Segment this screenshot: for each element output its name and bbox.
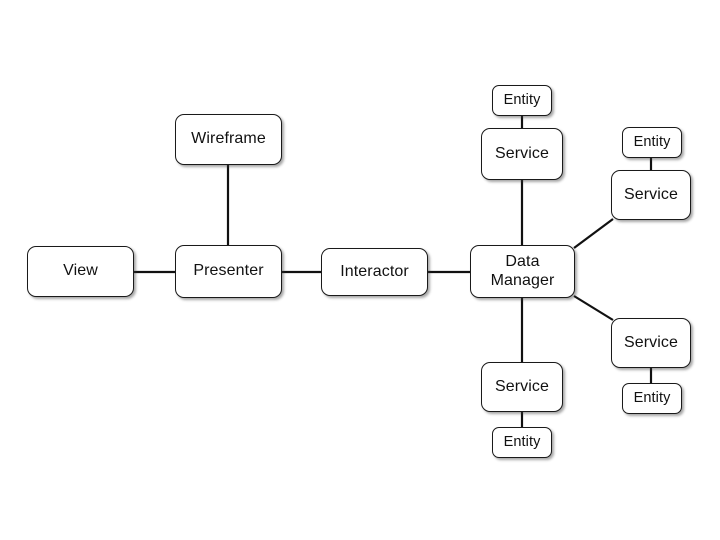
node-label-wireframe: Wireframe <box>191 130 266 148</box>
node-service-upper-right[interactable]: Service <box>611 170 691 220</box>
node-entity-upper-right[interactable]: Entity <box>622 127 682 158</box>
node-label-interactor: Interactor <box>340 262 409 280</box>
node-entity-lower-right[interactable]: Entity <box>622 383 682 414</box>
node-label-service-top: Service <box>494 144 550 162</box>
edge-data-manager--service-upper-right <box>573 218 614 249</box>
node-service-top[interactable]: Service <box>481 128 563 180</box>
node-label-entity-lower-right: Entity <box>633 389 671 406</box>
node-label-data-manager: Data Manager <box>490 252 555 289</box>
node-service-bottom[interactable]: Service <box>481 362 563 412</box>
node-interactor[interactable]: Interactor <box>321 248 428 296</box>
node-view[interactable]: View <box>27 246 134 297</box>
node-label-presenter: Presenter <box>193 262 264 280</box>
node-presenter[interactable]: Presenter <box>175 245 282 298</box>
node-wireframe[interactable]: Wireframe <box>175 114 282 165</box>
node-label-entity-upper-right: Entity <box>633 133 671 150</box>
node-label-view: View <box>63 262 98 280</box>
node-label-service-bottom: Service <box>494 377 550 395</box>
node-label-entity-bottom: Entity <box>503 433 541 450</box>
node-entity-bottom[interactable]: Entity <box>492 427 552 458</box>
node-label-service-lower-right: Service <box>623 333 679 351</box>
node-label-entity-top: Entity <box>503 91 541 108</box>
node-entity-top[interactable]: Entity <box>492 85 552 116</box>
edge-data-manager--service-lower-right <box>573 295 614 321</box>
node-service-lower-right[interactable]: Service <box>611 318 691 368</box>
node-data-manager[interactable]: Data Manager <box>470 245 575 298</box>
node-label-service-upper-right: Service <box>623 185 679 203</box>
